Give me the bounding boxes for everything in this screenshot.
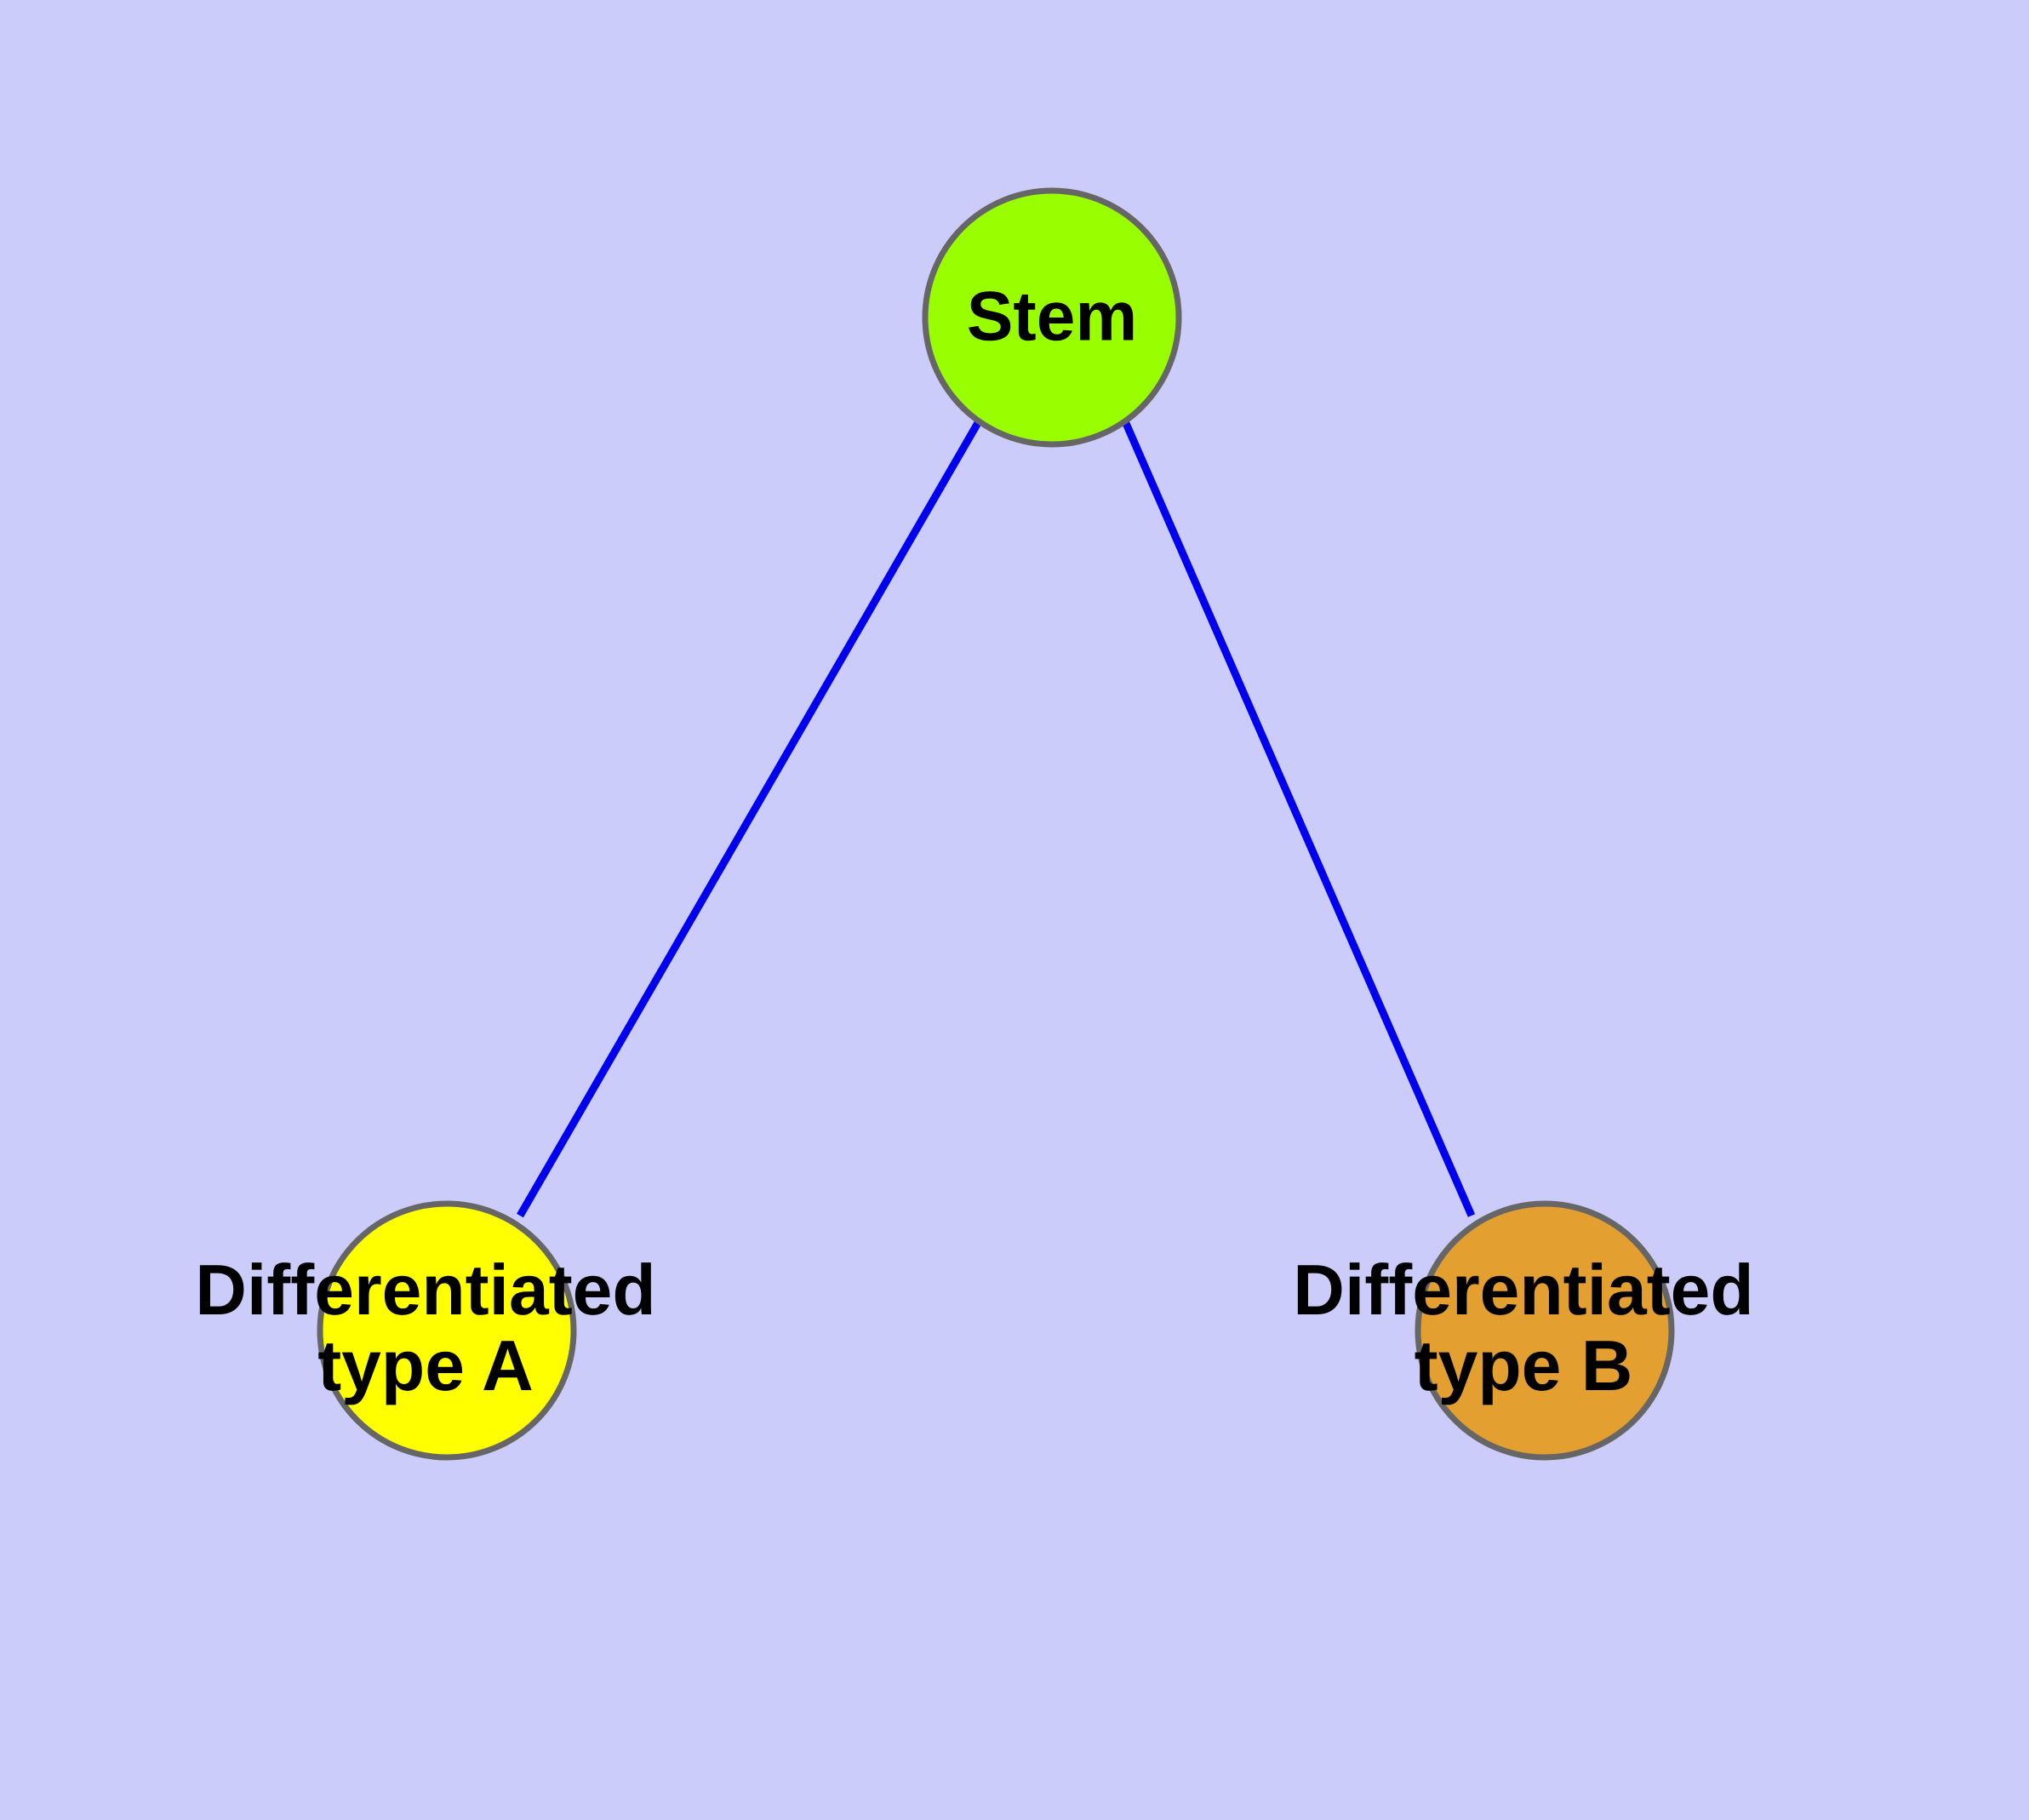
node-group <box>317 187 1675 1461</box>
edge-stem-to-differentiated-type-b[interactable] <box>1121 420 1476 1217</box>
node-differentiated-type-b[interactable] <box>1415 1200 1675 1461</box>
edge-stem-to-differentiated-type-a[interactable] <box>517 419 982 1218</box>
node-differentiated-type-a[interactable] <box>317 1200 577 1461</box>
edge-group <box>517 419 1476 1218</box>
node-stem[interactable] <box>922 187 1182 448</box>
